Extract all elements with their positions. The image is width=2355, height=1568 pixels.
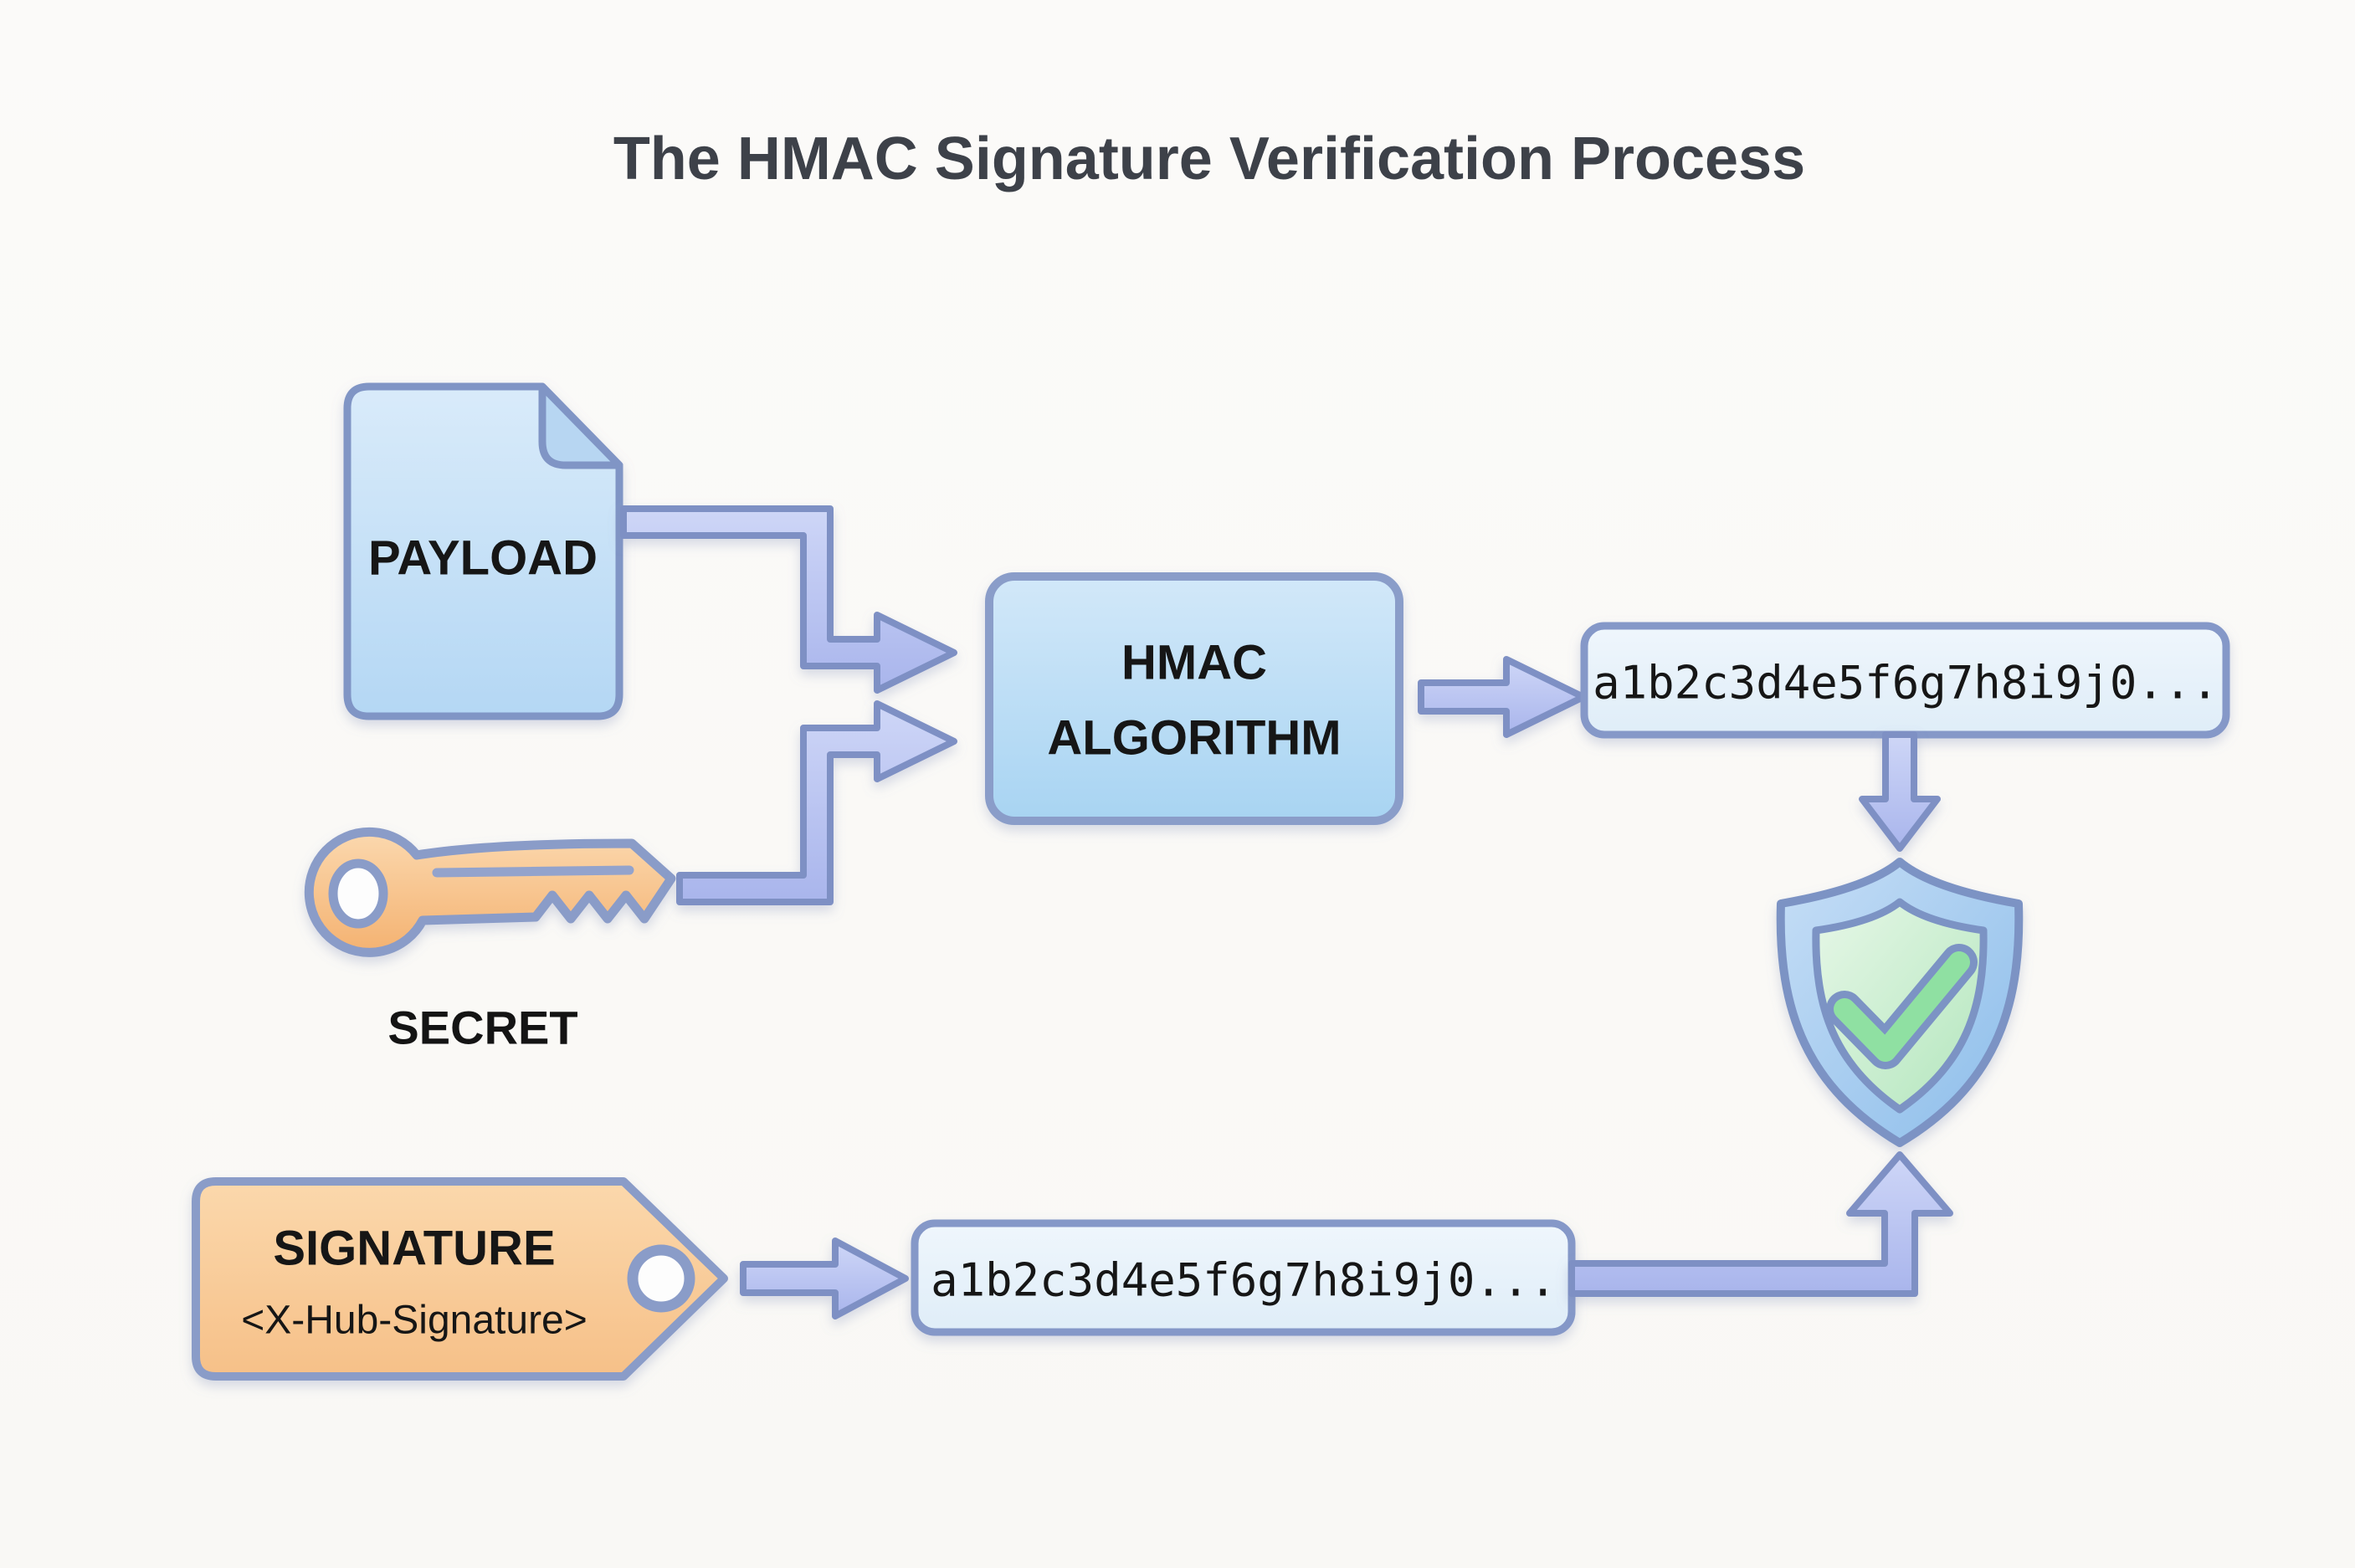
diagram-title: The HMAC Signature Verification Process <box>613 126 1805 192</box>
key-icon <box>304 827 676 957</box>
key-hole <box>328 858 388 929</box>
key-slot <box>432 865 634 878</box>
payload-document: PAYLOAD <box>343 382 623 720</box>
signature-label: SIGNATURE <box>273 1222 555 1276</box>
signature-to-hash-arrow <box>740 1237 909 1319</box>
arrow-right-icon <box>740 1237 909 1319</box>
elbow-arrow-up-icon <box>1568 1151 1953 1297</box>
process-box <box>985 572 1403 825</box>
signature-tag: SIGNATURE <X-Hub-Signature> <box>192 1177 728 1381</box>
received-hash-box: a1b2c3d4e5f6g7h8i9j0... <box>911 1219 1576 1336</box>
tag-hole <box>627 1244 695 1313</box>
checkmark-icon <box>1834 951 1970 1062</box>
signature-sublabel: <X-Hub-Signature> <box>241 1299 587 1343</box>
elbow-arrow-up-right-icon <box>676 700 957 905</box>
computed-hash-value: a1b2c3d4e5f6g7h8i9j0... <box>1593 657 2219 710</box>
computed-hash-box: a1b2c3d4e5f6g7h8i9j0... <box>1580 622 2230 739</box>
arrow-right-icon <box>1418 656 1587 738</box>
hmac-algorithm-box: HMAC ALGORITHM <box>985 572 1403 825</box>
arrow-down-icon <box>1859 731 1941 852</box>
document-icon <box>343 382 623 720</box>
hmac-label-line1: HMAC <box>1121 636 1267 690</box>
secret-key <box>304 827 676 957</box>
received-hash-value: a1b2c3d4e5f6g7h8i9j0... <box>931 1254 1557 1307</box>
hash-to-shield-arrow <box>1859 731 1941 852</box>
elbow-arrow-right-icon <box>620 505 957 694</box>
document-fold-corner <box>538 382 623 469</box>
secret-to-hmac-arrow <box>676 700 957 905</box>
tag-icon <box>192 1177 728 1381</box>
hash-to-shield-up-arrow <box>1568 1151 1953 1297</box>
hmac-label-line2: ALGORITHM <box>1047 711 1341 766</box>
secret-label: SECRET <box>387 1002 577 1054</box>
hmac-to-hash-arrow <box>1418 656 1587 738</box>
verification-shield <box>1776 858 2024 1147</box>
payload-label: PAYLOAD <box>368 531 598 586</box>
payload-to-hmac-arrow <box>620 505 957 694</box>
